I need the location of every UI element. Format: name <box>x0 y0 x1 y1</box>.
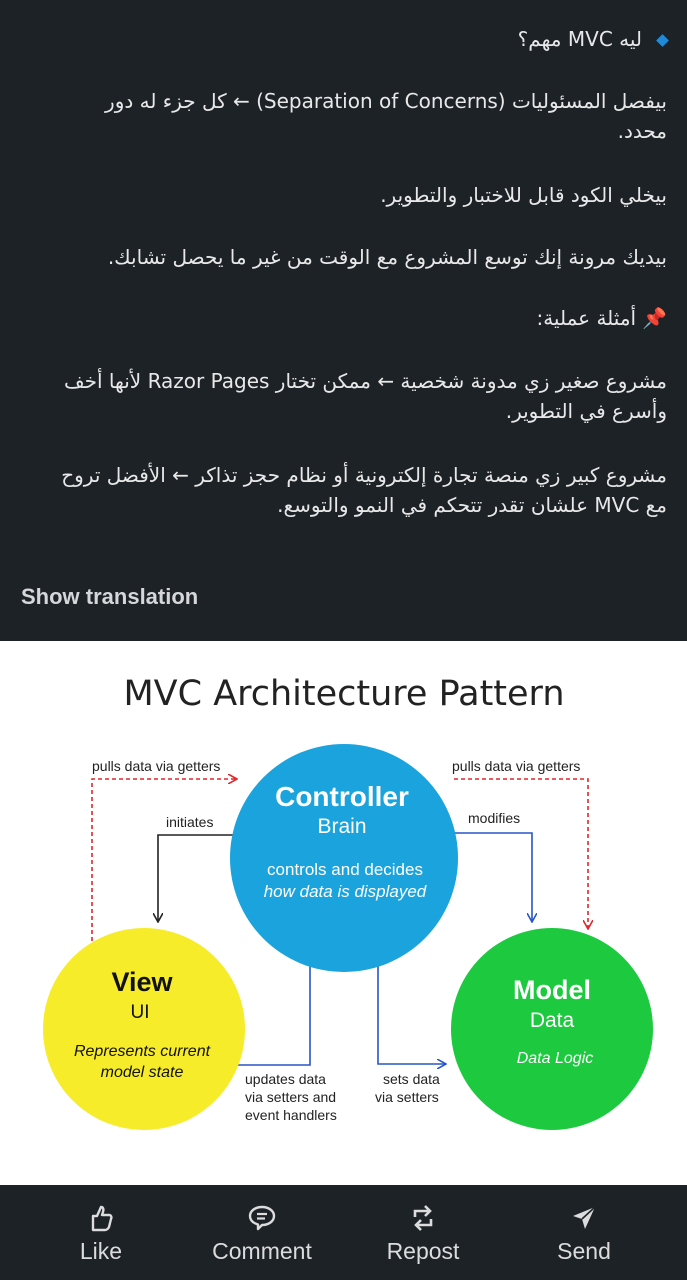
pulls-data-arrow-left <box>91 779 236 983</box>
initiates-label: initiates <box>166 814 213 830</box>
controller-circle <box>230 744 458 972</box>
pulls-data-arrow-right <box>454 778 588 928</box>
view-role: UI <box>131 1002 150 1023</box>
post-line: بيفصل المسئوليات (Separation of Concerns… <box>105 89 667 113</box>
modifies-label: modifies <box>468 810 520 826</box>
updates-data-label: event handlers <box>245 1107 337 1123</box>
updates-data-label: via setters and <box>245 1089 336 1105</box>
repost-label: Repost <box>386 1238 460 1264</box>
post-line: بيخلي الكود قابل للاختبار والتطوير. <box>380 183 667 207</box>
pulls-data-label-right: pulls data via getters <box>452 758 580 774</box>
send-button[interactable]: Send <box>519 1200 649 1265</box>
modifies-arrow <box>454 832 532 921</box>
diamond-bullet-icon <box>656 34 669 47</box>
model-desc: Data Logic <box>517 1050 594 1067</box>
sets-data-label: via setters <box>375 1089 439 1105</box>
post-line: وأسرع في التطوير. <box>505 399 667 423</box>
mvc-diagram-image[interactable]: MVC Architecture Pattern Controller Brai… <box>0 641 687 1185</box>
like-button[interactable]: Like <box>36 1200 166 1265</box>
comment-button[interactable]: Comment <box>197 1200 327 1265</box>
view-desc: model state <box>101 1064 184 1081</box>
initiates-arrow <box>158 834 236 921</box>
like-label: Like <box>79 1238 123 1264</box>
model-circle <box>451 928 653 1130</box>
thumbs-up-icon <box>36 1200 166 1236</box>
examples-heading: 📌أمثلة عملية: <box>536 306 667 330</box>
post-heading: ليه MVC مهم؟ <box>20 24 669 54</box>
controller-desc: how data is displayed <box>264 882 427 901</box>
comment-icon <box>197 1200 327 1236</box>
controller-name: Controller <box>275 781 409 812</box>
controller-desc: controls and decides <box>267 860 423 879</box>
send-icon <box>519 1200 649 1236</box>
sets-data-label: sets data <box>383 1071 440 1087</box>
repost-icon <box>358 1200 488 1236</box>
view-desc: Represents current <box>74 1043 211 1060</box>
post-line: مع MVC علشان تقدر تتحكم في النمو والتوسع… <box>277 493 667 517</box>
controller-role: Brain <box>317 815 366 838</box>
send-label: Send <box>557 1238 611 1264</box>
post-line: محدد. <box>617 119 667 143</box>
mvc-diagram: MVC Architecture Pattern Controller Brai… <box>43 674 653 1130</box>
sets-data-arrow <box>377 953 445 1064</box>
repost-button[interactable]: Repost <box>358 1200 488 1265</box>
updates-data-label: updates data <box>245 1071 326 1087</box>
pushpin-icon: 📌 <box>642 306 667 330</box>
updates-data-arrow <box>232 955 310 1066</box>
show-translation-link[interactable]: Show translation <box>21 584 199 609</box>
diagram-title: MVC Architecture Pattern <box>123 674 564 714</box>
comment-label: Comment <box>212 1238 312 1264</box>
post-line: مشروع صغير زي مدونة شخصية ← ممكن تختار R… <box>63 369 667 393</box>
post-line: مشروع كبير زي منصة تجارة إلكترونية أو نظ… <box>61 463 667 487</box>
model-role: Data <box>530 1009 575 1032</box>
pulls-data-label-left: pulls data via getters <box>92 758 220 774</box>
post-action-bar: Like Comment Repost Send <box>0 1186 687 1280</box>
view-name: View <box>111 967 173 997</box>
view-circle <box>43 928 245 1130</box>
model-name: Model <box>513 975 591 1005</box>
post-line: بيديك مرونة إنك توسع المشروع مع الوقت من… <box>107 245 667 269</box>
